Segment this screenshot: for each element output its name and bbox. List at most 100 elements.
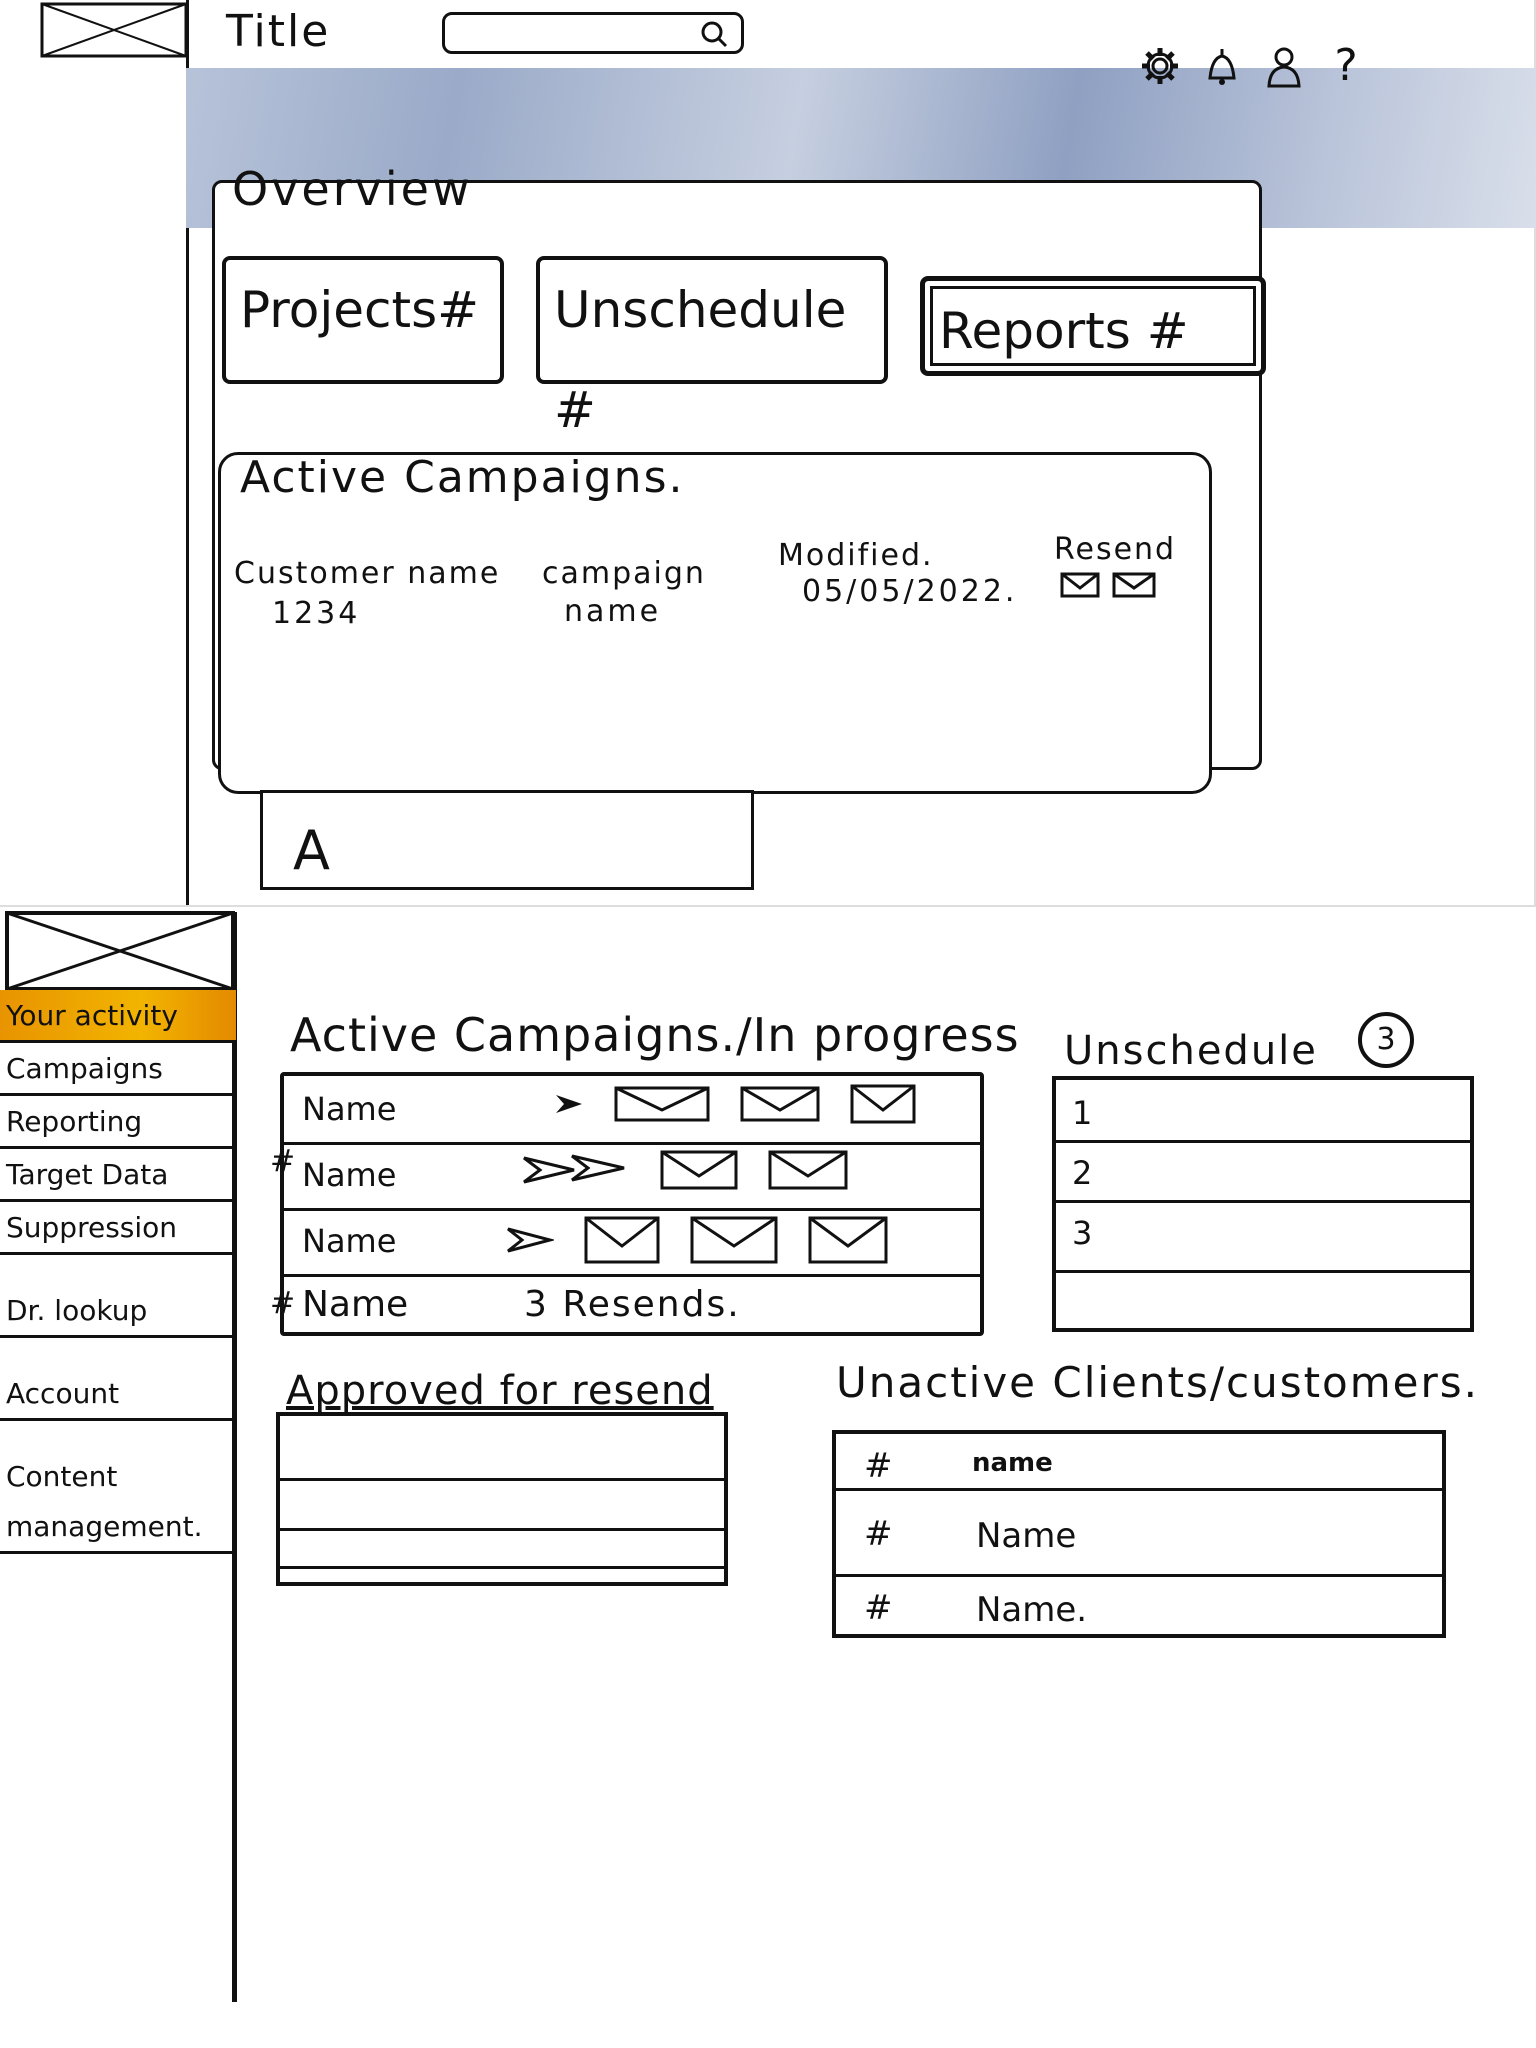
app-title: Title (226, 6, 331, 57)
row-divider (836, 1574, 1442, 1577)
envelope-icon[interactable] (1060, 572, 1100, 598)
sidebar-item-management[interactable]: management. (0, 1501, 236, 1554)
approved-for-resend-title: Approved for resend (286, 1368, 714, 1414)
list-item[interactable]: # name (836, 1434, 1442, 1498)
logo-placeholder-icon (40, 2, 188, 58)
active-campaigns-panel (218, 452, 1212, 794)
list-item[interactable]: 1 (1056, 1080, 1470, 1140)
campaign-name: Name (302, 1284, 409, 1325)
client-name: name (972, 1448, 1053, 1478)
column-header-resend: Resend (1054, 532, 1177, 567)
row-hash: # (864, 1446, 893, 1486)
client-name: Name. (976, 1590, 1088, 1630)
logo-placeholder-icon (5, 911, 235, 991)
row-hash: # (864, 1514, 893, 1554)
placeholder-letter: A (293, 819, 330, 882)
sidebar-item-suppression[interactable]: Suppression (0, 1202, 236, 1255)
gear-icon[interactable] (1138, 44, 1182, 88)
row-hash: # (270, 1144, 296, 1179)
row-divider (836, 1488, 1442, 1491)
column-header-campaign: campaign (542, 556, 706, 591)
row-hash: # (270, 1286, 296, 1321)
active-campaigns-title: Active Campaigns. (240, 452, 685, 503)
row-divider (1056, 1270, 1470, 1273)
row-divider (280, 1528, 724, 1531)
envelope-icon[interactable] (660, 1150, 738, 1190)
placeholder-box: A (260, 790, 754, 890)
row-divider (1056, 1200, 1470, 1203)
item-number: 1 (1072, 1094, 1093, 1132)
envelope-icon[interactable] (690, 1216, 778, 1264)
sidebar-item-account[interactable]: Account (0, 1368, 236, 1421)
row-divider (284, 1142, 980, 1145)
header-actions: ? (1138, 44, 1368, 88)
sidebar-item-dr-lookup[interactable]: Dr. lookup (0, 1285, 236, 1338)
item-number: 3 (1072, 1214, 1093, 1252)
approved-for-resend-list (276, 1412, 728, 1586)
active-campaigns-table: Name # Name Name # Name 3 Resends. (270, 1072, 984, 1336)
reports-count-card[interactable]: Reports # (920, 276, 1266, 376)
envelope-icon[interactable] (614, 1086, 710, 1122)
modified-date-cell: 05/05/2022. (802, 574, 1018, 609)
list-item[interactable]: # Name. (836, 1576, 1442, 1640)
help-icon[interactable]: ? (1334, 40, 1358, 91)
arrow-icon (556, 1095, 582, 1113)
unschedule-count-badge: 3 (1358, 1012, 1414, 1068)
row-divider (284, 1208, 980, 1211)
unschedule-count-card[interactable]: Unschedule # (536, 256, 888, 439)
search-icon[interactable] (699, 19, 729, 49)
search-input[interactable] (442, 12, 744, 54)
campaign-name: Name (302, 1222, 397, 1260)
envelope-icon[interactable] (768, 1150, 848, 1190)
item-number: 2 (1072, 1154, 1093, 1192)
overview-title: Overview (232, 162, 473, 216)
list-item[interactable]: # Name (836, 1502, 1442, 1566)
row-divider (280, 1478, 724, 1481)
campaign-name: Name (302, 1090, 397, 1128)
envelope-icon[interactable] (850, 1084, 916, 1124)
unschedule-title: Unschedule (1064, 1028, 1318, 1074)
envelope-icon[interactable] (808, 1216, 888, 1264)
active-campaigns-in-progress-title: Active Campaigns./In progress (290, 1008, 1020, 1062)
sidebar-item-reporting[interactable]: Reporting (0, 1096, 236, 1149)
column-header-modified: Modified. (778, 538, 934, 573)
row-divider (280, 1566, 724, 1569)
list-item[interactable]: 2 (1056, 1140, 1470, 1200)
user-icon[interactable] (1262, 44, 1306, 88)
resend-actions (1060, 572, 1156, 598)
table-row[interactable]: # Name 3 Resends. (270, 1274, 980, 1340)
list-item[interactable] (1056, 1270, 1470, 1330)
sheet-divider (0, 905, 1536, 907)
row-divider (284, 1274, 980, 1277)
envelope-icon[interactable] (584, 1216, 660, 1264)
campaign-name: Name (302, 1156, 397, 1194)
list-item[interactable]: 3 (1056, 1200, 1470, 1260)
sidebar-item-campaigns[interactable]: Campaigns (0, 1043, 236, 1096)
client-name: Name (976, 1516, 1077, 1556)
column-header-customer: Customer name (234, 556, 501, 591)
resend-count-note: 3 Resends. (524, 1284, 741, 1325)
row-divider (1056, 1140, 1470, 1143)
dashboard-sketch (0, 0, 1536, 905)
customer-name-cell: 1234 (272, 596, 361, 631)
sidebar-item-target-data[interactable]: Target Data (0, 1149, 236, 1202)
row-hash: # (864, 1588, 893, 1628)
campaign-name-cell: name (564, 594, 662, 629)
table-row[interactable]: Name (284, 1076, 980, 1142)
inactive-clients-list: # name # Name # Name. (832, 1430, 1446, 1638)
double-arrow-icon (523, 1154, 625, 1184)
sidebar-item-your-activity[interactable]: Your activity (0, 990, 236, 1043)
sidebar-border (232, 912, 237, 2002)
envelope-icon[interactable] (1112, 572, 1156, 598)
arrow-icon (507, 1227, 554, 1253)
table-row[interactable]: Name (284, 1208, 980, 1274)
projects-count-card[interactable]: Projects# (222, 256, 504, 384)
inactive-clients-title: Unactive Clients/customers. (836, 1358, 1480, 1407)
unschedule-list: 1 2 3 (1052, 1076, 1474, 1332)
sidebar-divider (186, 0, 189, 905)
sidebar-nav: Your activity Campaigns Reporting Target… (0, 990, 236, 1554)
table-row[interactable]: # Name (270, 1142, 980, 1208)
bell-icon[interactable] (1200, 44, 1244, 88)
envelope-icon[interactable] (740, 1086, 820, 1122)
sidebar-item-content[interactable]: Content (6, 1460, 118, 1493)
